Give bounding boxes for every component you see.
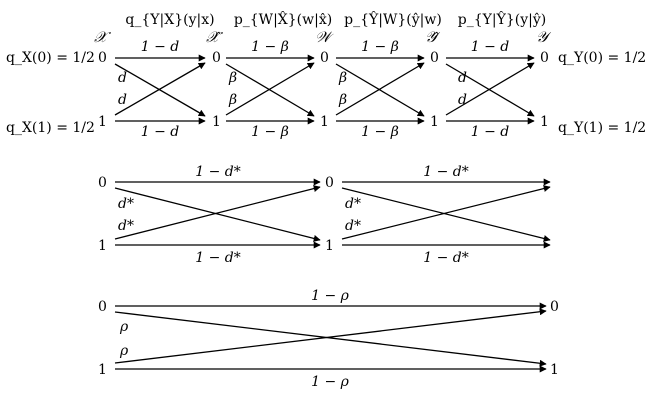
- edge-3-cross-label-bottom: β: [338, 92, 347, 108]
- edge-2-cross-down: [225, 63, 315, 117]
- alphabet-yhat: 𝒴̂: [425, 28, 441, 46]
- edge-3-cross-label-top: β: [338, 70, 347, 86]
- edge-1-top-label: 1 − d: [141, 39, 180, 55]
- edge-1-cross-label-top: d: [118, 70, 127, 86]
- row2-edge-b-bottom-label: 1 − d*: [423, 250, 469, 266]
- row2-edge-a-top-label: 1 − d*: [195, 164, 241, 180]
- node-yhat-0: 0: [430, 50, 439, 66]
- edge-2-cross-up: [225, 62, 315, 116]
- edge-4-cross-label-bottom: d: [458, 92, 467, 108]
- row3: 0 1 0 1 1 − ρ 1 − ρ ρ ρ: [98, 288, 559, 390]
- row2-edge-b-top-label: 1 − d*: [423, 164, 469, 180]
- node-x-0: 0: [98, 50, 107, 66]
- right-prob-1: q_Y(1) = 1/2: [558, 120, 646, 136]
- edge-3-cross-down: [335, 63, 425, 117]
- left-prob-0: q_X(0) = 1/2: [6, 50, 95, 66]
- row2-node-left-0: 0: [98, 175, 107, 191]
- node-y-1: 1: [540, 114, 549, 130]
- row3-node-left-1: 1: [98, 362, 107, 378]
- node-yhat-1: 1: [430, 114, 439, 130]
- right-prob-0: q_Y(0) = 1/2: [558, 50, 646, 66]
- node-w-0: 0: [320, 50, 329, 66]
- channel-label-4: p_{Y|Ŷ}(y|ŷ): [458, 10, 546, 28]
- node-xhat-1: 1: [212, 114, 221, 130]
- alphabet-x: 𝒳: [94, 28, 111, 46]
- edge-3-top-label: 1 − β: [361, 39, 399, 55]
- row2: 0 1 0 1 1 − d* 1 − d* d* d* 1 − d* 1 − d…: [98, 164, 551, 266]
- row3-edge-cross-label-top: ρ: [119, 319, 129, 335]
- edge-3-cross-up: [335, 62, 425, 116]
- row1: q_{Y|X}(y|x) p_{W|X̂}(w|x̂) p_{Ŷ|W}(ŷ|w)…: [6, 10, 646, 140]
- row2-node-mid-0: 0: [325, 175, 334, 191]
- edge-4-top-label: 1 − d: [471, 39, 510, 55]
- edge-4-cross-up: [445, 62, 535, 116]
- edge-1-bottom-label: 1 − d: [141, 124, 180, 140]
- channel-label-3: p_{Ŷ|W}(ŷ|w): [344, 10, 442, 28]
- alphabet-y: 𝒴: [536, 28, 552, 46]
- edge-4-bottom-label: 1 − d: [471, 124, 510, 140]
- row2-edge-a-bottom-label: 1 − d*: [195, 250, 241, 266]
- edge-1-cross-up: [114, 62, 206, 116]
- row3-edge-cross-down: [114, 311, 547, 367]
- row2-node-mid-1: 1: [325, 238, 334, 254]
- row2-edge-a-cross-label-top: d*: [118, 196, 134, 212]
- node-x-1: 1: [98, 114, 107, 130]
- row2-node-left-1: 1: [98, 238, 107, 254]
- row2-edge-b-cross-label-bottom: d*: [345, 218, 361, 234]
- row3-node-right-0: 0: [550, 299, 559, 315]
- channel-label-2: p_{W|X̂}(w|x̂): [234, 10, 332, 28]
- edge-2-cross-label-bottom: β: [228, 92, 237, 108]
- edge-2-cross-label-top: β: [228, 70, 237, 86]
- left-prob-1: q_X(1) = 1/2: [6, 120, 95, 136]
- edge-2-bottom-label: 1 − β: [251, 124, 289, 140]
- row3-edge-top-label: 1 − ρ: [311, 288, 350, 304]
- row2-edge-b-cross-up: [341, 185, 551, 240]
- channel-label-1: q_{Y|X}(y|x): [125, 12, 214, 28]
- edge-1-cross-down: [114, 63, 206, 117]
- alphabet-w: 𝒲: [315, 28, 334, 46]
- row2-edge-a-cross-up: [114, 185, 321, 240]
- row2-edge-b-cross-label-top: d*: [345, 196, 361, 212]
- edge-2-top-label: 1 − β: [251, 39, 289, 55]
- edge-4-cross-down: [445, 63, 535, 117]
- row2-edge-a-cross-label-bottom: d*: [118, 218, 134, 234]
- row2-edge-b-cross-down: [341, 187, 551, 242]
- row3-edge-cross-label-bottom: ρ: [119, 343, 129, 359]
- node-xhat-0: 0: [212, 50, 221, 66]
- alphabet-xhat: 𝒳̂: [206, 28, 223, 46]
- edge-4-cross-label-top: d: [458, 70, 467, 86]
- row3-edge-cross-up: [114, 308, 547, 364]
- edge-1-cross-label-bottom: d: [118, 92, 127, 108]
- node-w-1: 1: [320, 114, 329, 130]
- row3-node-left-0: 0: [98, 299, 107, 315]
- row3-edge-bottom-label: 1 − ρ: [311, 374, 350, 390]
- node-y-0: 0: [540, 50, 549, 66]
- row2-edge-a-cross-down: [114, 187, 321, 242]
- edge-3-bottom-label: 1 − β: [361, 124, 399, 140]
- row3-node-right-1: 1: [550, 362, 559, 378]
